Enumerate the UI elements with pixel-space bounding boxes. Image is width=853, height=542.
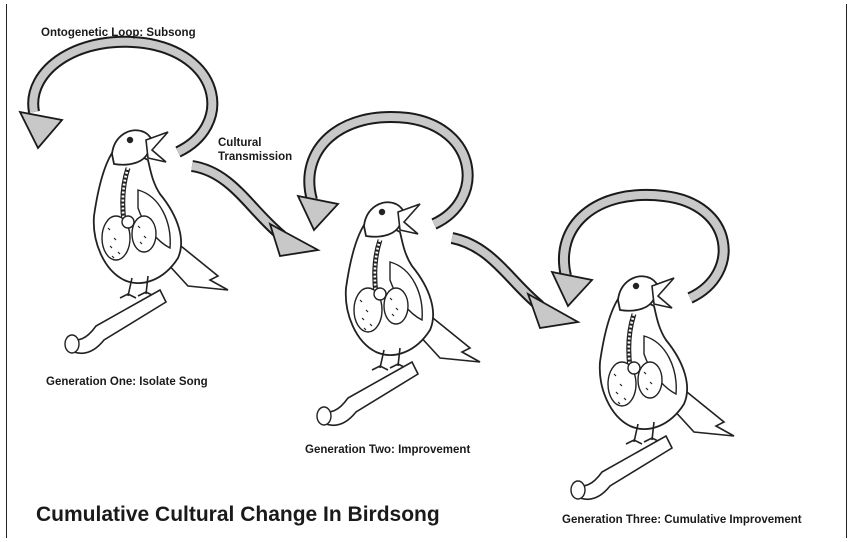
generation-one-label: Generation One: Isolate Song bbox=[46, 376, 208, 388]
diagram-title: Cumulative Cultural Change In Birdsong bbox=[36, 503, 440, 526]
cultural-transmission-label: Cultural Transmission bbox=[218, 136, 292, 164]
loop-arrow-1 bbox=[18, 35, 219, 158]
ontogenetic-loop-label: Ontogenetic Loop: Subsong bbox=[41, 27, 196, 39]
bird-generation-three bbox=[571, 276, 734, 499]
transmission-arrow-2 bbox=[450, 232, 581, 330]
transmission-label-line-1: Cultural bbox=[218, 137, 262, 149]
loop-arrow-3 bbox=[550, 188, 730, 308]
transmission-label-line-2: Transmission bbox=[218, 151, 293, 163]
frame-border bbox=[6, 4, 847, 538]
transmission-arrow-1 bbox=[190, 160, 321, 258]
loop-arrow-2 bbox=[296, 111, 474, 232]
generation-three-label: Generation Three: Cumulative Improvement bbox=[562, 514, 802, 526]
generation-two-label: Generation Two: Improvement bbox=[305, 444, 471, 456]
